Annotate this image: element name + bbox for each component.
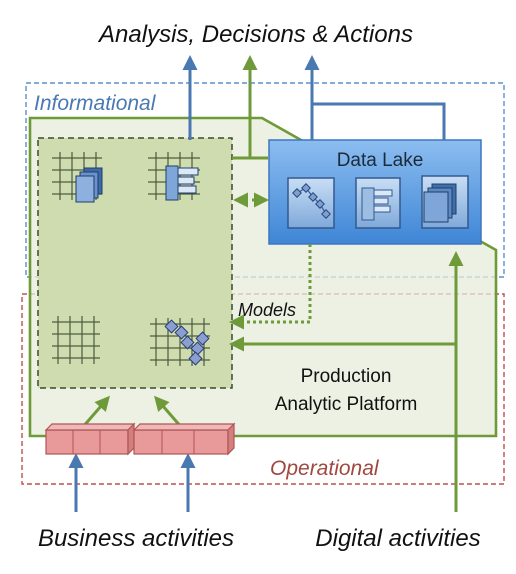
platform-label-line1: Production: [301, 366, 392, 387]
data-lake: Data Lake: [268, 139, 482, 245]
blue-connectors: [68, 55, 446, 512]
data-warehouse: [37, 137, 233, 389]
model-graph-icon: [287, 177, 335, 229]
empty-table-icon: [52, 316, 100, 364]
source-system-right: [132, 422, 236, 456]
digital-activities-label: Digital activities: [315, 525, 480, 552]
data-lake-label: Data Lake: [337, 150, 424, 171]
source-system-left: [44, 422, 136, 456]
platform-label-line2: Analytic Platform: [275, 394, 418, 415]
operational-label: Operational: [270, 457, 380, 480]
table-with-documents-icon: [52, 152, 103, 203]
document-stack-icon: [421, 175, 469, 229]
top-title: Analysis, Decisions & Actions: [97, 21, 413, 48]
business-activities-label: Business activities: [38, 525, 234, 552]
models-label: Models: [238, 300, 296, 320]
green-connectors: [80, 55, 464, 512]
source-system-icon: [44, 422, 236, 456]
table-with-form-icon: [148, 152, 200, 201]
informational-zone: Informational: [25, 82, 505, 278]
table-with-model-icon: [150, 318, 210, 366]
informational-label: Informational: [34, 92, 157, 115]
form-icon: [355, 177, 401, 229]
